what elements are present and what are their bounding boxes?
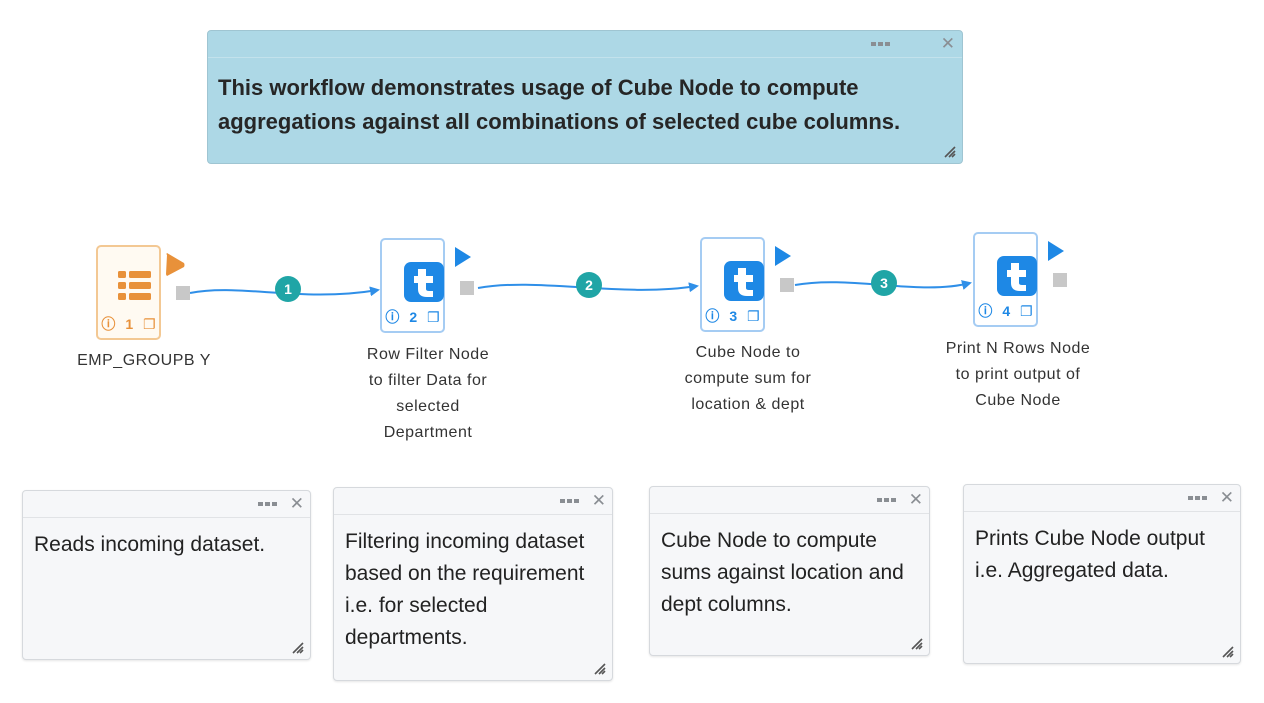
close-icon[interactable]: ✕ xyxy=(940,34,955,53)
node-footer: ⓘ 3 ❐ xyxy=(702,306,763,326)
copy-icon[interactable]: ❐ xyxy=(1020,303,1033,319)
more-options-icon[interactable] xyxy=(877,498,896,502)
note-header-bar: ✕ xyxy=(334,488,612,515)
node-footer: ⓘ 1 ❐ xyxy=(98,314,159,334)
t-letter-icon xyxy=(724,261,764,301)
copy-icon[interactable]: ❐ xyxy=(747,308,760,324)
info-icon[interactable]: ⓘ xyxy=(978,303,993,319)
info-icon[interactable]: ⓘ xyxy=(101,316,116,332)
copy-icon[interactable]: ❐ xyxy=(427,309,440,325)
play-icon[interactable] xyxy=(1045,240,1065,262)
info-icon[interactable]: ⓘ xyxy=(705,308,720,324)
resize-handle-icon[interactable] xyxy=(594,663,606,675)
node-footer: ⓘ 2 ❐ xyxy=(382,307,443,327)
node-number: 1 xyxy=(125,316,134,332)
close-icon[interactable]: ✕ xyxy=(908,490,923,509)
close-icon[interactable]: ✕ xyxy=(591,491,606,510)
node-label-2: Row Filter Node to filter Data for selec… xyxy=(366,346,490,441)
more-options-icon[interactable] xyxy=(560,499,579,503)
more-options-icon[interactable] xyxy=(1188,496,1207,500)
resize-handle-icon[interactable] xyxy=(292,642,304,654)
resize-handle-icon[interactable] xyxy=(1222,646,1234,658)
node-emp-groupby[interactable]: ⓘ 1 ❐ xyxy=(96,245,185,340)
note-3[interactable]: ✕ Cube Node to compute sums against loca… xyxy=(649,486,930,656)
note-header-bar: ✕ xyxy=(650,487,929,514)
node-number: 3 xyxy=(729,308,738,324)
play-icon[interactable] xyxy=(772,245,792,267)
resize-handle-icon[interactable] xyxy=(911,638,923,650)
note-text: Reads incoming dataset. xyxy=(34,533,266,556)
note-text: Prints Cube Node output i.e. Aggregated … xyxy=(975,527,1205,582)
edge-badge-1[interactable]: 1 xyxy=(275,276,301,302)
t-letter-icon xyxy=(404,262,444,302)
note-4[interactable]: ✕ Prints Cube Node output i.e. Aggregate… xyxy=(963,484,1241,664)
more-options-icon[interactable] xyxy=(258,502,277,506)
node-footer: ⓘ 4 ❐ xyxy=(975,301,1036,321)
close-icon[interactable]: ✕ xyxy=(1219,488,1234,507)
play-icon[interactable] xyxy=(164,253,186,277)
node-cube[interactable]: ⓘ 3 ❐ xyxy=(700,237,791,332)
workflow-description-note[interactable]: ✕ This workflow demonstrates usage of Cu… xyxy=(207,30,963,164)
output-port[interactable] xyxy=(1053,273,1067,287)
node-label-3: Cube Node to compute sum for location & … xyxy=(684,344,812,413)
table-icon xyxy=(118,271,151,300)
edge-badge-3[interactable]: 3 xyxy=(871,270,897,296)
node-label-4: Print N Rows Node to print output of Cub… xyxy=(945,340,1091,409)
output-port[interactable] xyxy=(460,281,474,295)
workflow-description-text: This workflow demonstrates usage of Cube… xyxy=(218,75,901,134)
node-label-1: EMP_GROUPB Y xyxy=(77,352,211,369)
note-text: Cube Node to compute sums against locati… xyxy=(661,529,904,616)
output-port[interactable] xyxy=(176,286,190,300)
copy-icon[interactable]: ❐ xyxy=(143,316,156,332)
play-icon[interactable] xyxy=(452,246,472,268)
edge-badge-2[interactable]: 2 xyxy=(576,272,602,298)
close-icon[interactable]: ✕ xyxy=(289,494,304,513)
t-letter-icon xyxy=(997,256,1037,296)
more-options-icon[interactable] xyxy=(871,42,890,46)
node-number: 4 xyxy=(1002,303,1011,319)
node-row-filter[interactable]: ⓘ 2 ❐ xyxy=(380,238,471,333)
edge-1 xyxy=(189,286,380,297)
output-port[interactable] xyxy=(780,278,794,292)
node-print-n-rows[interactable]: ⓘ 4 ❐ xyxy=(973,232,1064,327)
resize-handle-icon[interactable] xyxy=(944,146,956,158)
note-header-bar: ✕ xyxy=(23,491,310,518)
note-text: Filtering incoming dataset based on the … xyxy=(345,530,585,649)
note-header-bar: ✕ xyxy=(964,485,1240,512)
note-2[interactable]: ✕ Filtering incoming dataset based on th… xyxy=(333,487,613,681)
note-1[interactable]: ✕ Reads incoming dataset. xyxy=(22,490,311,660)
info-icon[interactable]: ⓘ xyxy=(385,309,400,325)
note-header-bar: ✕ xyxy=(208,31,962,58)
node-number: 2 xyxy=(409,309,418,325)
